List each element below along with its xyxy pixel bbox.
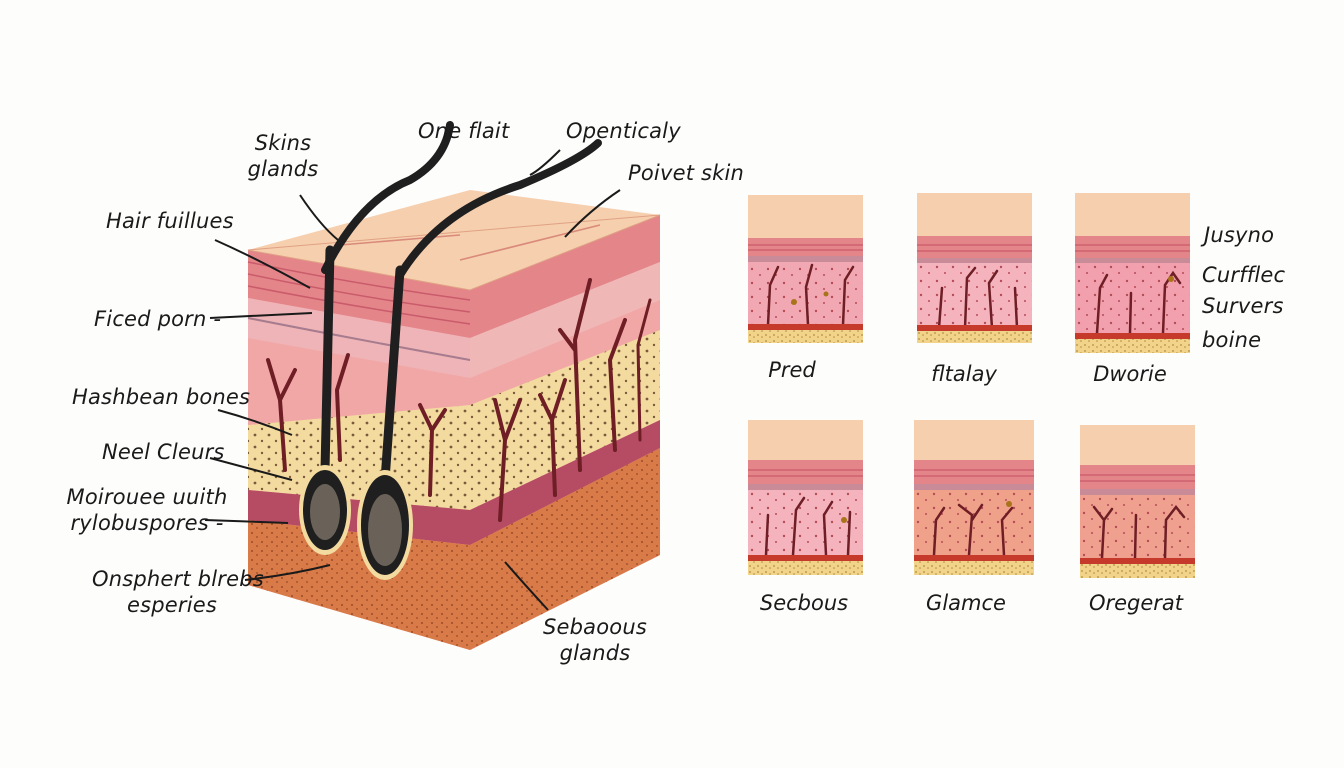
sample-caption-2: fltalay: [931, 362, 997, 386]
side-label-1: Jusyno: [1204, 223, 1275, 247]
label-skins-glands-line1: Skins: [254, 131, 312, 155]
label-skins-glands-line2: glands: [247, 157, 319, 181]
label-moirouee-line2: rylobuspores -: [70, 511, 224, 535]
label-sebaoous-line2: glands: [559, 641, 631, 665]
block-front-face: [247, 250, 471, 650]
label-ficed-porn: Ficed porn -: [94, 307, 222, 331]
label-hair-fuillues: Hair fuillues: [106, 209, 234, 233]
label-sebaoous: Sebaoous glands: [540, 614, 650, 666]
sample-block-4: [748, 420, 863, 575]
sample-caption-4: Secbous: [759, 591, 849, 615]
label-moirouee: Moirouee uuith rylobuspores -: [62, 484, 232, 536]
label-skins-glands: Skins glands: [238, 130, 328, 182]
block-top-face: [248, 190, 660, 290]
sample-block-2: [917, 193, 1032, 343]
sample-caption-3: Dworie: [1093, 362, 1167, 386]
label-onsphert-line1: Onsphert blrebs: [92, 567, 264, 591]
label-hashbean-bones: Hashbean bones: [72, 385, 251, 409]
label-neel-cleurs: Neel Cleurs: [102, 440, 225, 464]
hair-follicles: [299, 121, 602, 580]
side-label-3: Survers: [1202, 294, 1284, 318]
label-one-flait: One flait: [418, 119, 510, 143]
block-right-face: [470, 215, 660, 650]
main-skin-block: [247, 121, 661, 650]
sample-block-3: [1075, 193, 1190, 353]
sample-caption-1: Pred: [768, 358, 816, 382]
side-label-2: Curfflec: [1202, 263, 1286, 287]
sample-caption-6: Oregerat: [1088, 591, 1184, 615]
sample-caption-5: Glamce: [926, 591, 1006, 615]
label-openticaly: Openticaly: [566, 119, 681, 143]
label-onsphert-line2: esperies: [126, 593, 218, 617]
label-poivet-skin: Poivet skin: [628, 161, 745, 185]
label-moirouee-line1: Moirouee uuith: [66, 485, 228, 509]
label-sebaoous-line1: Sebaoous: [543, 615, 647, 639]
label-onsphert: Onsphert blrebs esperies: [92, 566, 264, 618]
sample-block-5: [914, 420, 1034, 575]
sample-block-6: [1080, 425, 1195, 578]
sample-block-1: [748, 195, 863, 343]
leader-lines: [204, 149, 621, 611]
side-label-4: boine: [1202, 328, 1262, 352]
